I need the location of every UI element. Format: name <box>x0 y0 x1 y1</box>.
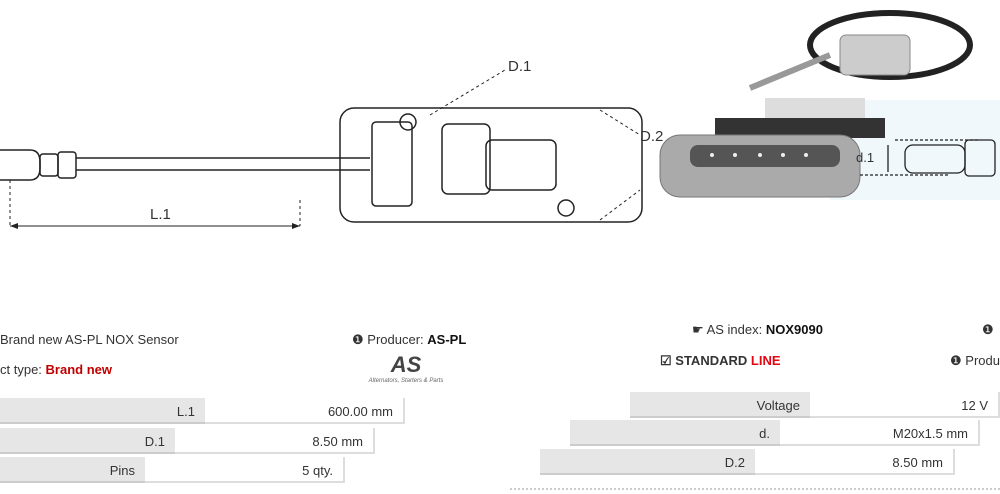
sensor-drawing <box>0 69 643 229</box>
product-description: Brand new AS-PL NOX Sensor <box>0 332 179 347</box>
handshake-icon: ☛ <box>692 322 707 337</box>
producer-info: ❶ Producer: AS-PL <box>352 332 467 347</box>
info-icon: ❶ <box>982 322 994 337</box>
check-icon: ☑ <box>660 353 676 368</box>
divider <box>510 488 1000 490</box>
product-line: ☑ STANDARD LINE <box>660 353 781 368</box>
product-photo <box>659 10 1000 200</box>
as-index: ☛ AS index: NOX9090 <box>692 322 823 337</box>
info-icon: ❶ <box>352 332 368 347</box>
product-type: ct type: Brand new <box>0 362 113 377</box>
as-logo: AS Alternators, Starters & Parts <box>368 352 444 384</box>
producer-info-right: ❶ Produ <box>950 353 1000 368</box>
dimension-d2-label: D.2 <box>640 128 664 145</box>
info-icon: ❶ <box>950 353 966 368</box>
dimension-d1-label: D.1 <box>508 58 532 75</box>
dimension-d-label: d.1 <box>856 150 875 165</box>
dimension-l1-label: L.1 <box>150 206 171 223</box>
table-row: d.M20x1.5 mm <box>570 420 980 446</box>
